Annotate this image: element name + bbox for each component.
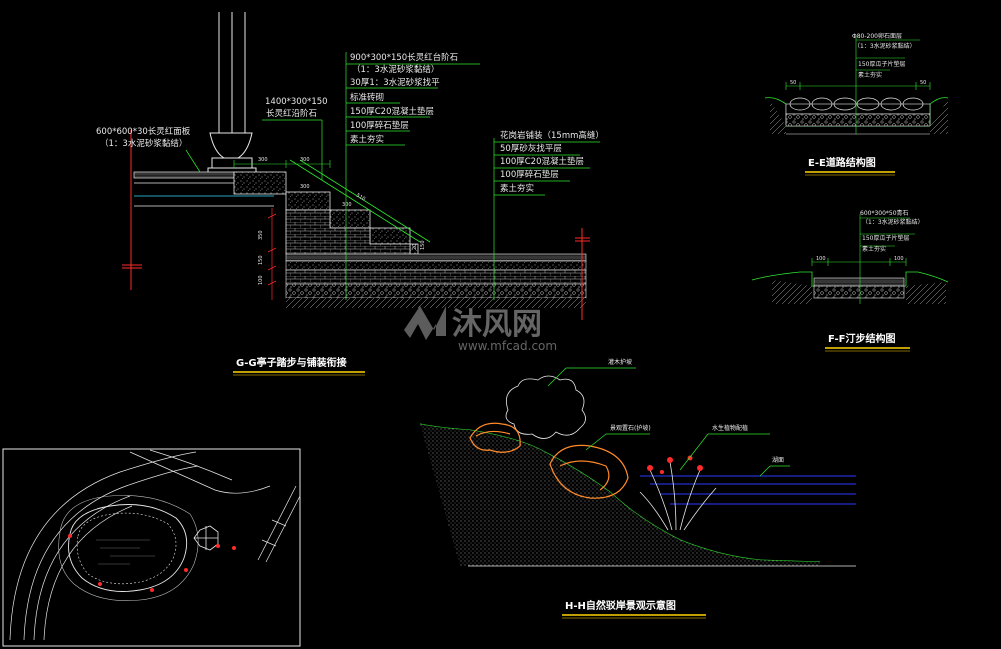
callout-right-2: 50厚砂灰找平层 — [500, 143, 562, 154]
red-axis-right — [575, 228, 590, 320]
ff-dim-left: 100 — [816, 256, 826, 262]
top-dimension-chain — [233, 160, 331, 168]
leader-right — [493, 138, 600, 300]
leader-middle — [262, 119, 323, 180]
callout-top-2: （1：3水泥砂浆黏结） — [352, 64, 439, 75]
pond-outline — [68, 504, 188, 592]
ee-title: E-E道路结构图 — [808, 156, 876, 169]
hh-leaders — [547, 367, 790, 477]
dim-step-1: 300 — [300, 184, 310, 190]
callout-top-5: 150厚C20混凝土垫层 — [350, 106, 434, 117]
steps — [285, 191, 419, 255]
hh-section: 灌木护坡 景观置石(护坡) 水生植物配植 湖面 H-H自然驳岸景观示意图 — [419, 358, 856, 619]
watermark-url: www.mfcad.com — [458, 339, 557, 353]
pond-texture — [96, 539, 155, 565]
ee-note-3: 150厚瓜子片垫层 — [858, 60, 905, 68]
watermark-text: 沐风网 — [452, 307, 542, 342]
site-plan-inset — [2, 448, 301, 647]
ff-note-2: （1：3水泥砂浆黏结） — [862, 218, 924, 226]
ee-note-2: （1：3水泥砂浆黏结） — [854, 42, 916, 50]
hh-label-rock: 景观置石(护坡) — [610, 424, 651, 432]
ee-note-4: 素土夯实 — [858, 71, 882, 79]
callout-right-1: 花岗岩铺装（15mm高缝） — [500, 130, 604, 141]
bank-fill — [420, 424, 820, 566]
vertical-dimension-chain — [267, 208, 277, 300]
dim-350: 350 — [258, 230, 264, 240]
landscape-rocks — [469, 422, 629, 499]
callout-middle-1: 1400*300*150 — [265, 97, 328, 107]
ee-section: 50 50 Φ80-200卵石面层 （1：3水泥砂浆黏结） 150厚瓜子片垫层 … — [764, 32, 949, 176]
shrub-canopy — [505, 375, 586, 439]
ff-note-4: 素土夯实 — [862, 245, 886, 253]
dim-top-2: 300 — [300, 157, 310, 163]
ff-note-3: 150厚瓜子片垫层 — [862, 234, 909, 242]
callout-left-1: 600*600*30长灵红面板 — [96, 126, 191, 137]
callout-top-7: 素土夯实 — [350, 134, 384, 145]
ff-note-1: 600*300*50青石 — [860, 209, 909, 217]
aquatic-plants — [639, 461, 717, 531]
gg-title: G-G亭子踏步与铺装衔接 — [236, 356, 347, 369]
curved-road — [9, 449, 271, 641]
dim-150: 150 — [258, 255, 264, 265]
paving-layers — [285, 253, 587, 308]
dim-20: 20 — [412, 244, 418, 250]
edge-stone — [233, 171, 287, 195]
callout-right-4: 100厚碎石垫层 — [500, 169, 559, 180]
hh-label-aquatic: 水生植物配植 — [712, 424, 748, 432]
hh-label-shrub: 灌木护坡 — [608, 358, 632, 366]
dim-100: 100 — [258, 275, 264, 285]
callout-top-1: 900*300*150长灵红台阶石 — [350, 52, 458, 63]
ee-note-1: Φ80-200卵石面层 — [852, 32, 902, 40]
watermark: 沐风网 www.mfcad.com — [404, 306, 557, 353]
hh-title: H-H自然驳岸景观示意图 — [565, 599, 676, 612]
ff-dim-right: 100 — [894, 256, 904, 262]
dim-150b: 150 — [420, 240, 426, 250]
gg-section: 350 150 100 300 300 300 300 510 150 20 6… — [96, 12, 604, 376]
callout-left-2: （1：3水泥砂浆黏结） — [100, 138, 187, 149]
callout-top-4: 标准砖砌 — [350, 92, 384, 103]
hh-label-water: 湖面 — [772, 456, 784, 464]
dim-top-1: 300 — [258, 157, 268, 163]
platform-slab — [133, 171, 274, 207]
watermark-logo-icon — [404, 306, 446, 340]
leader-top — [345, 52, 480, 300]
callout-right-3: 100厚C20混凝土垫层 — [500, 156, 584, 167]
section-markers — [68, 534, 236, 592]
dim-step-2: 300 — [342, 202, 352, 208]
column-shaft — [207, 12, 257, 175]
callout-top-3: 30厚1：3水泥砂浆找平 — [350, 77, 440, 88]
ff-title: F-F汀步结构图 — [828, 332, 896, 345]
water-lines — [640, 475, 856, 505]
callout-middle-2: 长灵红沿阶石 — [266, 108, 317, 119]
plant-flowers — [647, 455, 703, 474]
bridge — [257, 485, 301, 563]
red-axis-line — [122, 130, 142, 290]
dim-diag: 510 — [355, 193, 366, 203]
ee-dim-right: 50 — [920, 80, 926, 86]
leader-left — [185, 149, 201, 173]
ff-section: 100 100 600*300*50青石 （1：3水泥砂浆黏结） 150厚瓜子片… — [751, 209, 949, 352]
ee-dim-left: 50 — [790, 80, 796, 86]
callout-top-6: 100厚碎石垫层 — [350, 120, 409, 131]
callout-right-5: 素土夯实 — [500, 183, 534, 194]
pavilion-icon — [193, 525, 219, 551]
